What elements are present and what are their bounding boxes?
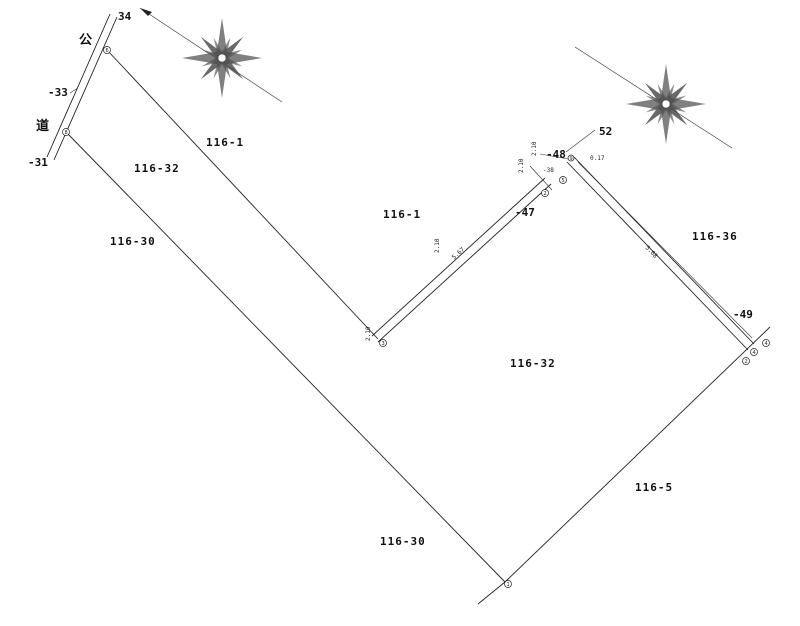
point-label-48: -48 xyxy=(546,148,566,161)
point-label-33: -33 xyxy=(48,86,68,99)
lot-116-36: 116-36 xyxy=(692,230,738,243)
road-label-char-1: 公 xyxy=(79,33,92,48)
dimension-2-10-bottom: 2.10 xyxy=(365,326,372,341)
svg-text:4: 4 xyxy=(765,341,768,347)
lot-116-1-center: 116-1 xyxy=(383,208,421,221)
svg-text:9: 9 xyxy=(570,156,573,162)
dimension-0-17: 0.17 xyxy=(590,155,605,162)
lot-116-30-south: 116-30 xyxy=(380,535,426,548)
point-label-49: -49 xyxy=(733,308,753,321)
svg-text:5: 5 xyxy=(562,178,565,184)
north-arrow-icon xyxy=(574,46,733,149)
point-label-34: 34 xyxy=(118,10,132,23)
dimension-2-10-top: 2.10 xyxy=(531,141,538,156)
parcel-boundaries xyxy=(65,49,771,605)
lot-116-32-center: 116-32 xyxy=(510,357,556,370)
svg-text:4: 4 xyxy=(753,350,756,356)
svg-text:8: 8 xyxy=(65,130,68,136)
lot-116-1-north: 116-1 xyxy=(206,136,244,149)
north-arrow-icon xyxy=(139,7,283,103)
point-label-31: -31 xyxy=(28,156,48,169)
lot-116-30-west: 116-30 xyxy=(110,235,156,248)
road-label-char-2: 道 xyxy=(36,118,49,134)
svg-text:6: 6 xyxy=(106,48,109,54)
point-label-38: -38 xyxy=(543,167,554,174)
point-label-52: 52 xyxy=(599,125,612,138)
dimension-5-67: 5.67 xyxy=(451,246,467,261)
lot-116-32-north: 116-32 xyxy=(134,162,180,175)
point-label-47: -47 xyxy=(515,206,535,219)
svg-text:1: 1 xyxy=(507,582,510,588)
lot-116-5: 116-5 xyxy=(635,481,673,494)
survey-markers: 6 8 3 2 5 9 4 1 2 4 xyxy=(62,46,770,588)
svg-text:2: 2 xyxy=(544,191,547,197)
dimension-2-10-left: 2.10 xyxy=(434,238,441,253)
svg-text:2: 2 xyxy=(745,359,748,365)
svg-text:3: 3 xyxy=(382,341,385,347)
dimension-5-68: 5.68 xyxy=(644,245,659,261)
public-road xyxy=(46,13,118,161)
dimension-2-10-upper: 2.10 xyxy=(518,158,525,173)
